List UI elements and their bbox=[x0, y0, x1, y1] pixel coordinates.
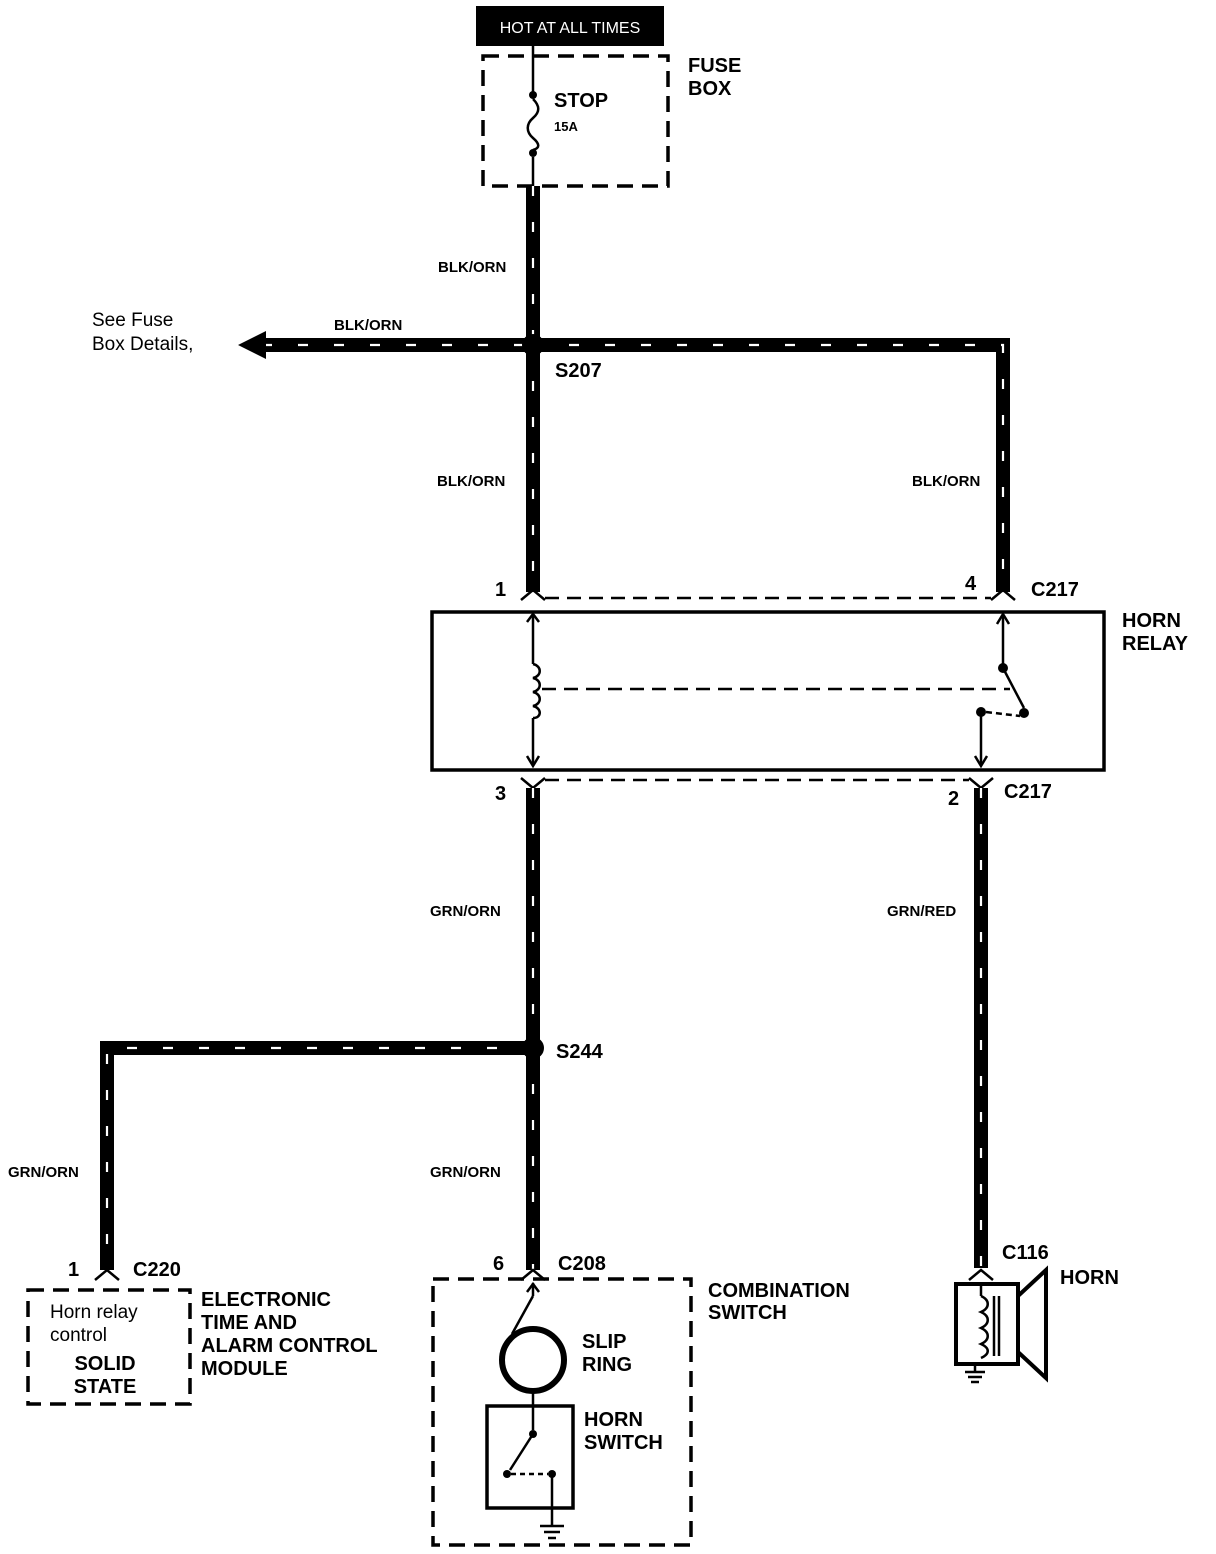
pin-4-label: 4 bbox=[965, 573, 977, 595]
connector-c116 bbox=[968, 1268, 994, 1281]
splice-s207-label: S207 bbox=[555, 360, 602, 382]
relay-coil-icon bbox=[525, 611, 541, 769]
splice-s244-dot bbox=[522, 1037, 544, 1059]
fuse-name: STOP bbox=[554, 90, 608, 112]
switch-connector-label: C208 bbox=[558, 1253, 606, 1275]
connector-c217-bottom-pin3 bbox=[520, 777, 546, 790]
connector-c217-top-pin1 bbox=[520, 588, 546, 601]
arrow-note-2: Box Details, bbox=[92, 334, 193, 355]
wire-s207-left bbox=[238, 331, 533, 359]
horn-relay-title-1: HORN bbox=[1122, 610, 1181, 632]
connector-c220 bbox=[94, 1268, 120, 1281]
combination-switch-name-1: COMBINATION bbox=[708, 1280, 850, 1302]
connector-c217-top-label: C217 bbox=[1031, 579, 1079, 601]
wire-label-s207-left: BLK/ORN bbox=[334, 317, 402, 334]
module-connector-label: C220 bbox=[133, 1259, 181, 1281]
power-banner-box bbox=[476, 6, 664, 46]
module-inner-2: control bbox=[50, 1325, 107, 1346]
module-name-4: MODULE bbox=[201, 1358, 288, 1380]
fuse-box-title-1: FUSE bbox=[688, 55, 741, 77]
horn-relay-title-2: RELAY bbox=[1122, 633, 1189, 655]
wire-label-s244-to-module: GRN/ORN bbox=[8, 1164, 79, 1181]
connector-c217-bottom-pin2 bbox=[968, 777, 994, 790]
module-state-2: STATE bbox=[74, 1376, 137, 1398]
module-name-3: ALARM CONTROL bbox=[201, 1335, 378, 1357]
wire-s207-to-pin4 bbox=[533, 338, 1010, 592]
horn-icon bbox=[954, 1265, 1048, 1384]
wire-label-s207-to-pin4: BLK/ORN bbox=[912, 473, 980, 490]
wire-label-pin3-to-s244: GRN/ORN bbox=[430, 903, 501, 920]
wire-label-s244-to-switch: GRN/ORN bbox=[430, 1164, 501, 1181]
horn-switch-label-1: HORN bbox=[584, 1409, 643, 1431]
combination-switch-name-2: SWITCH bbox=[708, 1302, 787, 1324]
splice-s244-label: S244 bbox=[556, 1041, 604, 1063]
slip-ring-icon bbox=[499, 1281, 567, 1394]
horn-switch-icon bbox=[485, 1391, 575, 1540]
connector-c217-top-pin4 bbox=[990, 588, 1016, 601]
wire-label-fuse-to-s207: BLK/ORN bbox=[438, 259, 506, 276]
horn-switch-label-2: SWITCH bbox=[584, 1432, 663, 1454]
horn-relay-box bbox=[430, 610, 1106, 772]
fuse-rating: 15A bbox=[554, 119, 578, 134]
pin-3-label: 3 bbox=[495, 783, 506, 805]
horn-connector-label: C116 bbox=[1002, 1242, 1049, 1264]
slip-ring-label-1: SLIP bbox=[582, 1331, 626, 1353]
pin-1-label: 1 bbox=[495, 579, 506, 601]
power-banner: HOT AT ALL TIMES bbox=[500, 20, 641, 37]
wire-label-pin2-to-horn: GRN/RED bbox=[887, 903, 956, 920]
wire-s244-to-module bbox=[100, 1041, 533, 1270]
wire-label-s207-to-pin1: BLK/ORN bbox=[437, 473, 505, 490]
arrow-note-1: See Fuse bbox=[92, 310, 173, 331]
combination-switch-box bbox=[431, 1277, 693, 1547]
module-inner-1: Horn relay bbox=[50, 1302, 138, 1323]
connector-c208 bbox=[520, 1268, 546, 1281]
relay-contact-icon bbox=[973, 611, 1029, 769]
connector-c217-bottom-label: C217 bbox=[1004, 781, 1052, 803]
horn-name: HORN bbox=[1060, 1267, 1119, 1289]
slip-ring-label-2: RING bbox=[582, 1354, 632, 1376]
module-pin-label: 1 bbox=[68, 1259, 79, 1281]
fuse-icon bbox=[526, 46, 540, 186]
switch-pin-label: 6 bbox=[493, 1253, 504, 1275]
pin-2-label: 2 bbox=[948, 788, 959, 810]
module-name-1: ELECTRONIC bbox=[201, 1289, 331, 1311]
fuse-box-title-2: BOX bbox=[688, 78, 732, 100]
module-name-2: TIME AND bbox=[201, 1312, 297, 1334]
fuse-box-outline bbox=[481, 54, 670, 188]
splice-s207-dot bbox=[522, 334, 544, 356]
module-state-1: SOLID bbox=[74, 1353, 135, 1375]
module-box bbox=[26, 1288, 192, 1406]
